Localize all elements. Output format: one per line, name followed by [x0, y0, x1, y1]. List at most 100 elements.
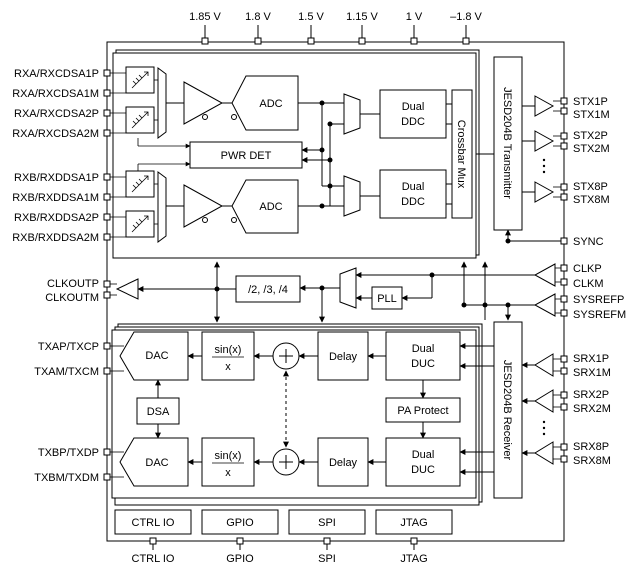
- rxb-input-group: RXB/RXDDSA1P RXB/RXDDSA1M RXB/RXDDSA2P R…: [12, 170, 299, 244]
- stx-pin-4: STX2M: [573, 143, 610, 155]
- jesd-transmitter-label: JESD204B Transmitter: [501, 87, 513, 199]
- gpio-pin: GPIO: [226, 553, 254, 565]
- transmit-section: DAC DAC TXAP/TXCP TXAM/TXCM TXBP/TXDP TX…: [34, 323, 494, 506]
- dual-ddc-top-label-2: DDC: [401, 116, 425, 128]
- dual-duc-top-label-2: DUC: [411, 358, 435, 370]
- ctrl-io-block: [114, 509, 192, 535]
- rxa-buffer-amp: [183, 81, 224, 125]
- clock-mux: [339, 267, 357, 309]
- gpio-block-label: GPIO: [226, 517, 254, 529]
- dac-bottom-label: DAC: [145, 457, 168, 469]
- supply-label-4: 1.15 V: [346, 11, 378, 23]
- stx-pins: STX1P STX1M STX2P STX2M STX8P STX8M: [560, 96, 610, 206]
- dual-duc-bottom-label-2: DUC: [411, 464, 435, 476]
- supply-pin-5: 1 V: [406, 11, 423, 45]
- spi-pin: SPI: [318, 553, 336, 565]
- sync-pin: SYNC: [573, 236, 604, 248]
- bottom-pins: CTRL IO GPIO SPI JTAG: [132, 537, 428, 565]
- dual-ddc-top-label-1: Dual: [402, 101, 425, 113]
- pa-protect-label: PA Protect: [397, 405, 448, 417]
- supply-pin-4: 1.15 V: [346, 11, 379, 45]
- supply-pins: 1.85 V 1.8 V 1.5 V 1.15 V 1 V –1.8 V: [189, 11, 483, 45]
- sinx-bottom-den: x: [225, 467, 231, 479]
- dual-duc-bottom-block: [385, 437, 461, 487]
- rxb-pin-4: RXB/RXDDSA2M: [12, 232, 99, 244]
- tx-pin-3: TXBP/TXDP: [38, 447, 99, 459]
- sinx-top-den: x: [225, 361, 231, 373]
- dual-duc-top-block: [385, 331, 461, 381]
- delay-bottom-label: Delay: [329, 457, 358, 469]
- supply-label-6: –1.8 V: [450, 11, 482, 23]
- ddc-input-mux-bottom: [343, 175, 361, 217]
- rxa-pin-4: RXA/RXCDSA2M: [12, 128, 99, 140]
- pwr-det-label: PWR DET: [221, 150, 272, 162]
- clock-divider-label: /2, /3, /4: [248, 284, 288, 296]
- jesd-receiver-label: JESD204B Receiver: [501, 360, 513, 461]
- rxa-attenuator-2: [125, 106, 155, 134]
- supply-pin-1: 1.85 V: [189, 11, 222, 45]
- srx-pin-4: SRX2M: [573, 403, 611, 415]
- spi-block: [288, 509, 366, 535]
- supply-pin-6: –1.8 V: [450, 11, 483, 45]
- supply-label-5: 1 V: [406, 11, 423, 23]
- tx-pin-4: TXBM/TXDM: [34, 472, 99, 484]
- rxa-input-group: RXA/RXCDSA1P RXA/RXCDSA1M RXA/RXCDSA2P R…: [12, 66, 299, 140]
- jtag-block: [375, 509, 453, 535]
- stx-pin-1: STX1P: [573, 96, 608, 108]
- rxa-input-mux: [157, 67, 167, 139]
- stx-pin-5: STX8P: [573, 181, 608, 193]
- supply-pin-2: 1.8 V: [245, 11, 272, 45]
- rxb-pin-1: RXB/RXDDSA1P: [14, 172, 99, 184]
- clock-section: CLKP CLKM SYSREFP SYSREFM PLL: [45, 261, 626, 323]
- stx-drivers: [522, 95, 564, 203]
- clkout-pin-p: CLKOUTP: [47, 278, 99, 290]
- gpio-block: [201, 509, 279, 535]
- rxa-pin-2: RXA/RXCDSA1M: [12, 88, 99, 100]
- srx-pins: SRX1P SRX1M SRX2P SRX2M SRX8P SRX8M: [560, 353, 611, 467]
- clk-pin-m: CLKM: [573, 278, 604, 290]
- sinx-top-block: [201, 331, 255, 381]
- stx-pin-6: STX8M: [573, 194, 610, 206]
- spi-block-label: SPI: [318, 517, 336, 529]
- sinx-bottom-num: sin(x): [215, 450, 242, 462]
- adc-bottom-label: ADC: [259, 201, 282, 213]
- dual-ddc-bottom-label-1: Dual: [402, 181, 425, 193]
- dsa-block: [136, 397, 180, 425]
- sysref-pin-p: SYSREFP: [573, 294, 624, 306]
- dual-duc-bottom-label-1: Dual: [412, 449, 435, 461]
- tx-pin-2: TXAM/TXCM: [34, 366, 99, 378]
- tx-pin-1: TXAP/TXCP: [38, 341, 99, 353]
- jesd-transmitter-block: [493, 56, 523, 231]
- jesd-receiver-block: [493, 321, 523, 499]
- srx-pin-1: SRX1P: [573, 353, 609, 365]
- jtag-block-label: JTAG: [400, 517, 427, 529]
- clkout-driver: [115, 278, 139, 300]
- supply-pin-3: 1.5 V: [298, 11, 325, 45]
- dsa-label: DSA: [147, 406, 170, 418]
- rxb-buffer-amp: [183, 184, 224, 228]
- ctrl-io-block-label: CTRL IO: [132, 517, 175, 529]
- adc-top-label: ADC: [259, 98, 282, 110]
- supply-label-3: 1.5 V: [298, 11, 324, 23]
- srx-receivers: [521, 353, 564, 465]
- crossbar-mux-block: [451, 89, 473, 219]
- jtag-pin: JTAG: [400, 553, 427, 565]
- clk-input-buffer: [533, 263, 556, 287]
- rxb-input-mux: [157, 171, 167, 243]
- supply-label-2: 1.8 V: [245, 11, 271, 23]
- dual-ddc-top-block: [379, 89, 447, 139]
- ddc-input-mux-top: [343, 93, 361, 135]
- delay-top-label: Delay: [329, 351, 358, 363]
- ctrl-io-pin: CTRL IO: [132, 553, 175, 565]
- receive-section: RXA/RXCDSA1P RXA/RXCDSA1M RXA/RXCDSA2P R…: [12, 49, 480, 259]
- supply-label-1: 1.85 V: [189, 11, 221, 23]
- stx-pin-2: STX1M: [573, 109, 610, 121]
- clkout-pin-m: CLKOUTM: [45, 292, 99, 304]
- rxa-pin-1: RXA/RXCDSA1P: [14, 68, 99, 80]
- dual-ddc-bottom-label-2: DDC: [401, 196, 425, 208]
- dual-ddc-bottom-block: [379, 169, 447, 219]
- srx-pin-5: SRX8P: [573, 441, 609, 453]
- sysref-pin-m: SYSREFM: [573, 309, 626, 321]
- srx-pin-3: SRX2P: [573, 389, 609, 401]
